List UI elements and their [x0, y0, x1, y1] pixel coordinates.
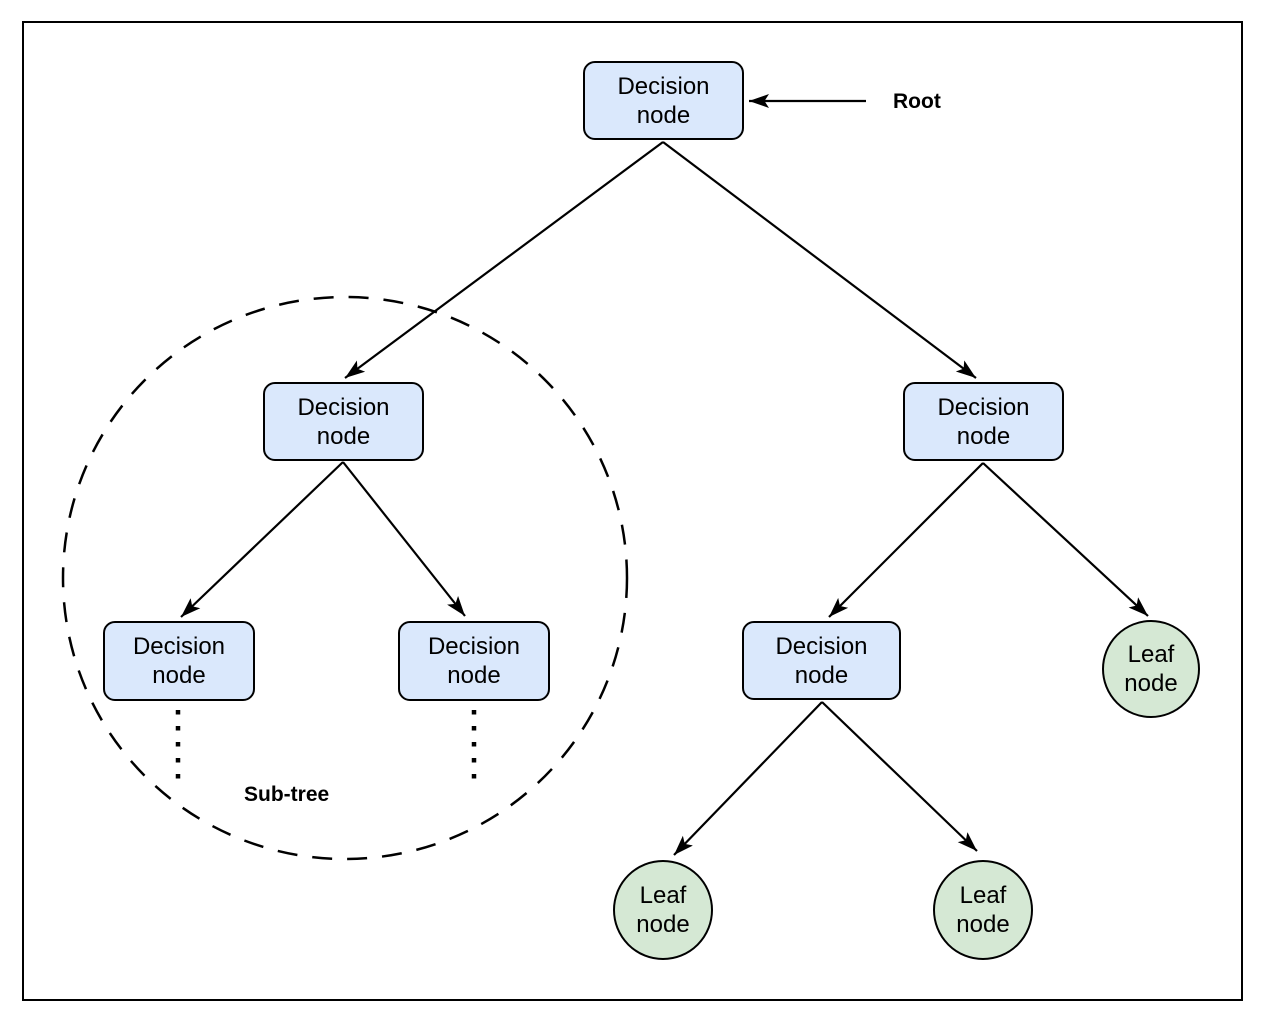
bottom-left-leaf-node-label: Leaf node [636, 882, 690, 938]
subtree-annotation-label: Sub-tree [244, 783, 330, 806]
bottom-mid-decision-node: Decision node [742, 621, 901, 700]
bottom-mid-decision-node-label: Decision node [775, 632, 868, 689]
edge-root-to-mid-left [344, 141, 664, 379]
edge-mid-left-to-sub-left [180, 461, 344, 618]
subtree-left-decision-node-label: Decision node [132, 633, 226, 689]
subtree-dashed-circle [61, 295, 629, 861]
edge-mid-right-to-leaf-right [982, 462, 1149, 617]
bottom-right-leaf-node-label: Leaf node [956, 882, 1010, 938]
mid-left-decision-node-label: Decision node [297, 393, 390, 450]
edge-bottom-mid-to-leaf-left [673, 701, 823, 856]
root-decision-node-label: Decision node [617, 72, 710, 129]
edge-mid-left-to-sub-right [342, 461, 466, 617]
bottom-right-leaf-node: Leaf node [933, 860, 1033, 960]
diagram-border-frame [22, 21, 1243, 1001]
mid-left-decision-node: Decision node [263, 382, 424, 461]
subtree-left-decision-node: Decision node [103, 621, 255, 701]
mid-right-decision-node: Decision node [903, 382, 1064, 461]
edge-mid-right-to-bottom-mid [828, 462, 984, 618]
mid-right-decision-node-label: Decision node [937, 393, 1030, 450]
subtree-right-decision-node-label: Decision node [427, 633, 521, 689]
root-annotation-label: Root [893, 90, 941, 113]
root-decision-node: Decision node [583, 61, 744, 140]
bottom-left-leaf-node: Leaf node [613, 860, 713, 960]
subtree-right-decision-node: Decision node [398, 621, 550, 701]
right-leaf-node-label: Leaf node [1124, 641, 1178, 697]
right-leaf-node: Leaf node [1102, 620, 1200, 718]
edge-bottom-mid-to-leaf-right [821, 701, 978, 852]
edge-root-to-mid-right [662, 141, 977, 379]
